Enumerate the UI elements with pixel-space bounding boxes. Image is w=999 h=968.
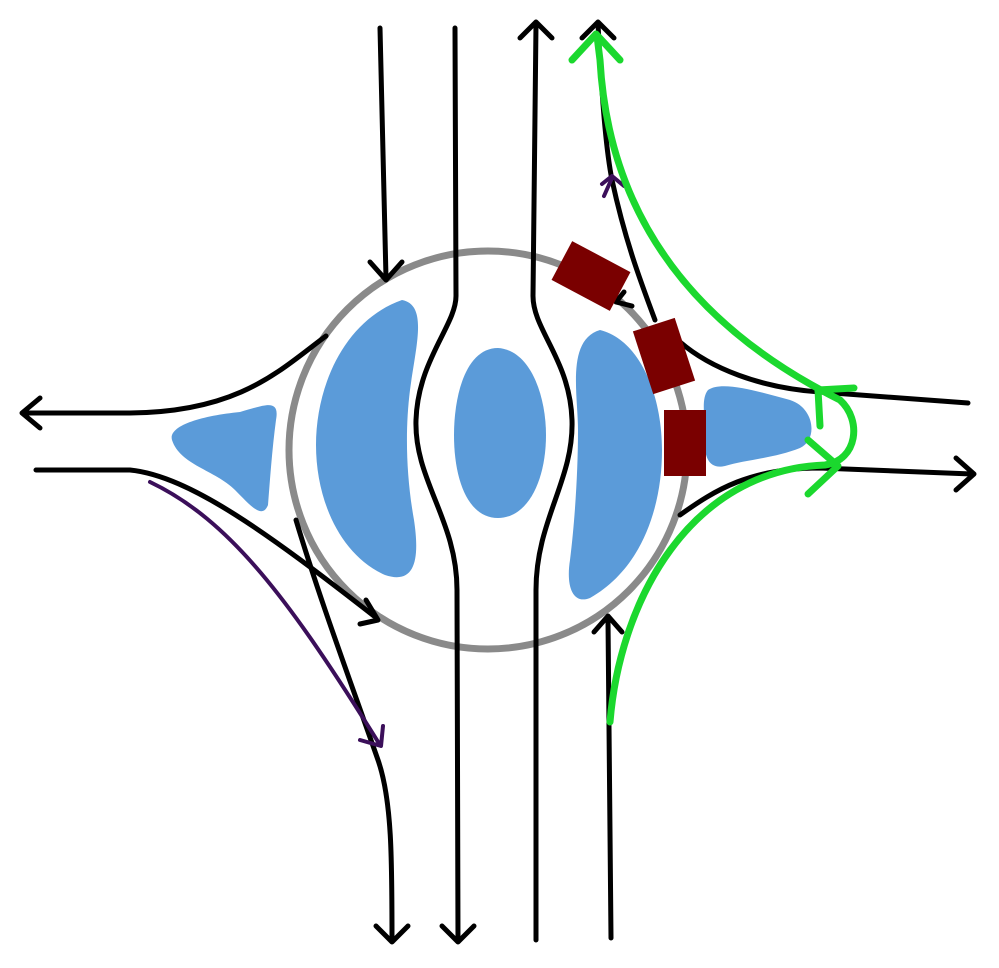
slip-lane-arrowhead-icon bbox=[600, 174, 626, 188]
west-entry-line bbox=[33, 467, 377, 619]
green-arrowhead-icon bbox=[804, 436, 842, 498]
west-exit-line bbox=[21, 333, 329, 416]
southwest-slip-lane bbox=[148, 480, 382, 747]
northbound-entry-line bbox=[605, 617, 614, 941]
arrowhead-icon bbox=[367, 259, 405, 283]
green-route-line bbox=[593, 32, 858, 726]
green-arrowhead-icon bbox=[568, 30, 624, 64]
arrowheads bbox=[19, 19, 977, 945]
right-splitter-island bbox=[703, 386, 812, 467]
northeast-slip-lane bbox=[602, 176, 614, 198]
southwest-exit-line bbox=[293, 517, 395, 943]
right-inner-island bbox=[568, 330, 662, 600]
vehicle-1 bbox=[551, 241, 631, 311]
slip-lanes bbox=[148, 174, 626, 748]
left-splitter-island bbox=[171, 405, 277, 512]
vehicle-3 bbox=[664, 410, 706, 476]
arrowhead-icon bbox=[591, 613, 625, 635]
vehicles bbox=[551, 241, 706, 476]
arrowhead-icon bbox=[579, 19, 617, 41]
center-island bbox=[454, 348, 546, 518]
southbound-through-line bbox=[413, 25, 461, 943]
southbound-entry-line bbox=[377, 25, 389, 281]
slip-lane-arrowhead-icon bbox=[358, 724, 385, 748]
highlighted-route bbox=[568, 30, 858, 726]
arrowhead-icon bbox=[373, 923, 411, 945]
northbound-through-line bbox=[530, 21, 575, 943]
east-entry-line bbox=[677, 339, 971, 406]
islands bbox=[171, 300, 812, 600]
arrowhead-icon bbox=[613, 289, 635, 309]
left-inner-island bbox=[316, 300, 419, 578]
arrowhead-icon bbox=[953, 455, 977, 493]
arrowhead-icon bbox=[19, 395, 43, 431]
arrowhead-icon bbox=[517, 19, 555, 41]
arrowhead-icon bbox=[357, 597, 381, 627]
arrowhead-icon bbox=[439, 923, 477, 945]
green-arrowhead-icon bbox=[814, 384, 858, 430]
vehicle-2 bbox=[632, 317, 696, 395]
